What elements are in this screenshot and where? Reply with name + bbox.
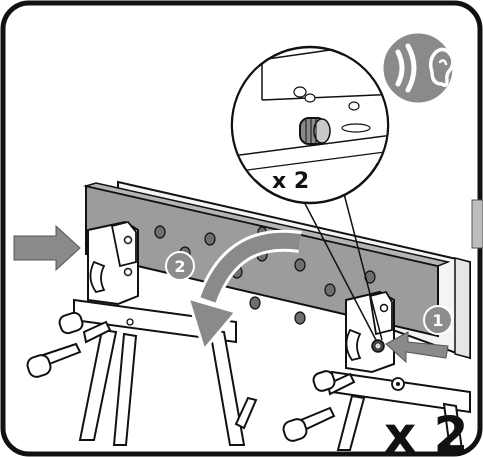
callout-board-bg	[233, 48, 387, 182]
sound-icon-circle	[380, 30, 456, 106]
board-hole	[204, 232, 216, 246]
rotate-arrow-body	[200, 232, 302, 303]
right-crank-handle	[282, 370, 356, 442]
callout-leader-right	[341, 185, 383, 341]
left-crank-lower-knob	[26, 354, 52, 378]
left-leg-front	[78, 328, 118, 441]
callout-hole	[304, 93, 316, 103]
right-crank-arm	[326, 372, 356, 396]
left-bracket-hook	[89, 260, 106, 294]
left-clamp-bracket	[87, 220, 139, 306]
sound-wave-icon	[405, 43, 417, 93]
step-badge-1: 1	[423, 305, 453, 335]
left-leg-frame	[78, 328, 258, 446]
ear-inner-icon	[438, 59, 448, 66]
step-badge-2: 2	[165, 251, 195, 281]
sound-wave-icon	[395, 49, 405, 87]
right-leg-frame	[336, 394, 464, 451]
step-number-1: 1	[432, 311, 443, 330]
beam-wing-nut-center	[396, 382, 400, 386]
beam-bolt	[126, 318, 134, 326]
callout-hole	[348, 101, 360, 111]
audible-click-icon	[380, 30, 456, 106]
callout-contents	[233, 48, 387, 182]
adjacent-panel-edge	[471, 199, 483, 249]
board-hole	[154, 225, 166, 239]
right-bracket-hook	[345, 328, 362, 362]
board-hole	[249, 296, 261, 310]
rotate-arrow-head	[186, 296, 238, 352]
right-crank-knob	[312, 370, 336, 392]
callout-lock-knob-face	[313, 118, 331, 144]
right-bracket-rivet	[379, 303, 389, 313]
callout-edge-line	[261, 93, 387, 101]
left-crank-arm	[82, 320, 112, 344]
left-bracket-plate	[110, 220, 137, 268]
left-cross-brace	[234, 396, 258, 430]
push-arrow-left	[13, 224, 81, 272]
board-hole	[324, 283, 336, 297]
callout-leader-left	[299, 193, 377, 341]
callout-quantity-label: x 2	[272, 169, 309, 194]
callout-slot	[341, 123, 371, 133]
push-arrow-right	[385, 331, 449, 364]
board-hole	[294, 258, 306, 272]
rear-rail-end	[454, 257, 471, 359]
left-crank-knob	[58, 311, 84, 335]
right-clamp-bracket	[345, 290, 395, 374]
left-leg-inner	[112, 332, 138, 446]
corner-quantity-label: x 2	[384, 406, 468, 457]
step-number-2: 2	[174, 257, 185, 276]
magnified-detail-callout: x 2	[230, 45, 390, 205]
callout-hole	[293, 86, 307, 98]
right-bracket-plate	[368, 290, 393, 336]
left-crank-handle	[26, 311, 112, 378]
board-hole	[294, 311, 306, 325]
step-badge-circle	[423, 305, 453, 335]
callout-edge-line	[233, 149, 387, 173]
right-leg-rear	[442, 402, 464, 451]
ear-icon	[428, 47, 455, 88]
left-bracket-rivet	[123, 267, 133, 277]
lock-knob-center	[375, 343, 381, 349]
left-bracket-rivet	[123, 235, 133, 245]
right-leg-front	[336, 394, 366, 451]
step-badge-circle	[165, 251, 195, 281]
right-crank-lower-knob	[282, 418, 308, 442]
